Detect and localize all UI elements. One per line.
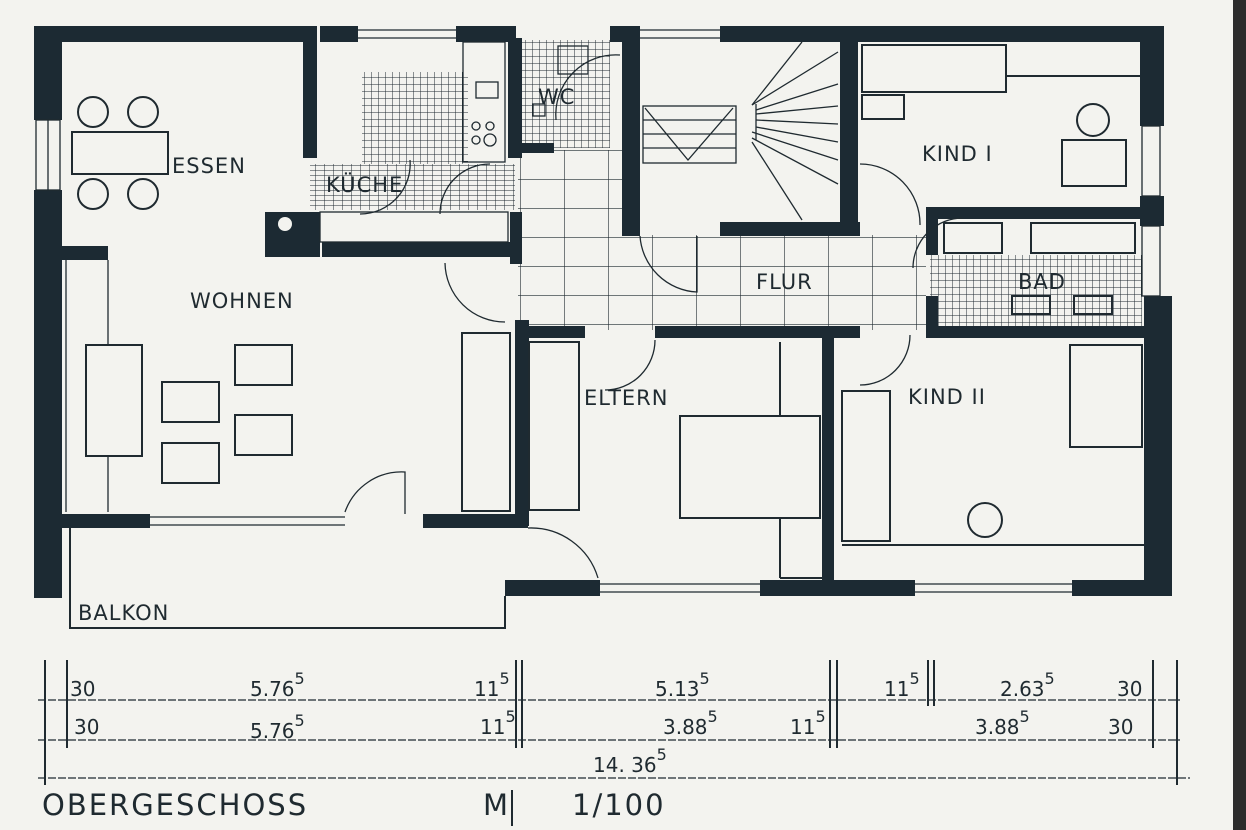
svg-text:2.635: 2.635 [1000, 669, 1055, 701]
floor-title: OBERGESCHOSS [42, 788, 308, 822]
svg-text:30: 30 [70, 677, 95, 701]
svg-text:30: 30 [1117, 677, 1142, 701]
room-label-flur: FLUR [756, 270, 813, 294]
svg-text:14. 365: 14. 365 [593, 745, 667, 777]
svg-text:115: 115 [480, 707, 516, 739]
flur-tiles [518, 150, 926, 330]
scale-symbol: M [483, 788, 510, 822]
room-label-eltern: ELTERN [584, 386, 668, 410]
room-label-kind2: KIND II [908, 385, 986, 409]
viewer-edge [1233, 0, 1246, 830]
room-label-wc: WC [538, 85, 575, 109]
furniture [65, 41, 1144, 579]
svg-text:115: 115 [790, 707, 826, 739]
svg-text:115: 115 [884, 669, 920, 701]
svg-text:3.885: 3.885 [975, 707, 1030, 739]
dimension-row-1: 30 5.765 115 5.135 115 2.635 30 [70, 669, 1142, 701]
door-swings [344, 54, 964, 579]
svg-text:115: 115 [474, 669, 510, 701]
room-labels: ESSEN KÜCHE WC KIND I WOHNEN FLUR BAD EL… [78, 85, 1066, 625]
room-label-kind1: KIND I [922, 142, 993, 166]
room-label-wohnen: WOHNEN [190, 289, 294, 313]
svg-text:5.765: 5.765 [250, 669, 305, 701]
dimension-total: 14. 365 [593, 745, 667, 777]
dimension-lines [38, 660, 1190, 785]
balcony [69, 528, 506, 629]
dimension-row-2: 30 5.765 115 3.885 115 3.885 30 [74, 707, 1133, 743]
svg-text:30: 30 [1108, 715, 1133, 739]
staircase [642, 41, 839, 221]
svg-text:30: 30 [74, 715, 99, 739]
room-label-balkon: BALKON [78, 601, 169, 625]
room-label-bad: BAD [1018, 270, 1066, 294]
room-label-kueche: KÜCHE [326, 172, 403, 197]
svg-text:5.135: 5.135 [655, 669, 710, 701]
room-label-essen: ESSEN [172, 154, 246, 178]
svg-text:5.765: 5.765 [250, 711, 305, 743]
drawing-title: OBERGESCHOSS M 1/100 [42, 788, 666, 826]
kitchen-tiles [310, 40, 1142, 327]
svg-text:3.885: 3.885 [663, 707, 718, 739]
scale-value: 1/100 [572, 788, 666, 822]
